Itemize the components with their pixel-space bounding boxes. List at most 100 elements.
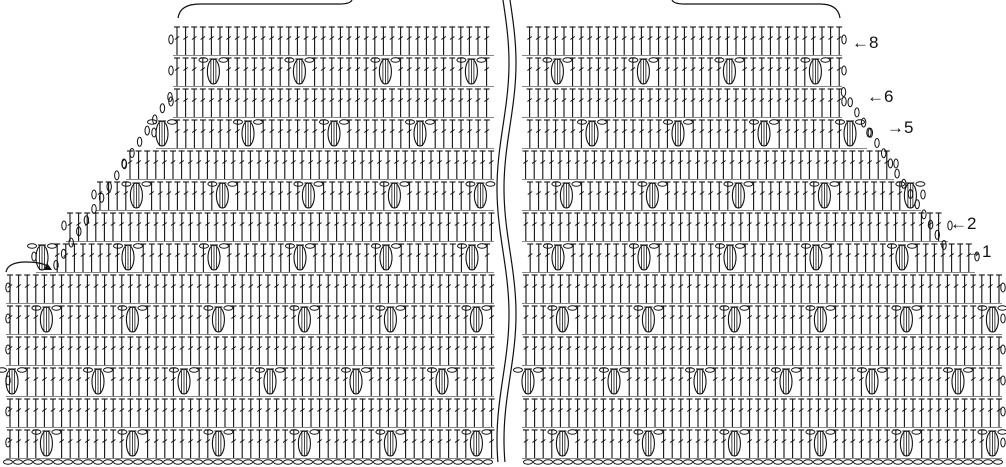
double-crochet-stitch xyxy=(647,27,653,55)
double-crochet-stitch xyxy=(544,120,550,148)
double-crochet-stitch xyxy=(377,337,383,365)
double-crochet-stitch xyxy=(979,337,985,365)
double-crochet-stitch xyxy=(583,399,589,427)
double-crochet-stitch xyxy=(355,244,361,272)
double-crochet-stitch xyxy=(970,306,976,334)
chain-stitch xyxy=(115,171,119,180)
bobble-stitch xyxy=(298,307,310,332)
bobble-stitch xyxy=(294,245,306,270)
double-crochet-stitch xyxy=(16,306,22,334)
double-crochet-stitch xyxy=(153,399,159,427)
double-crochet-stitch xyxy=(106,182,112,210)
double-crochet-stitch xyxy=(923,244,929,272)
double-crochet-stitch xyxy=(454,306,460,334)
double-crochet-stitch xyxy=(446,337,452,365)
double-crochet-stitch xyxy=(205,399,211,427)
chain-stitch xyxy=(916,182,925,186)
double-crochet-stitch xyxy=(638,27,644,55)
double-crochet-stitch xyxy=(669,430,675,458)
double-crochet-stitch xyxy=(940,244,946,272)
double-crochet-stitch xyxy=(626,151,632,179)
double-crochet-stitch xyxy=(802,120,808,148)
double-crochet-stitch xyxy=(299,151,305,179)
double-crochet-stitch xyxy=(583,213,589,241)
double-crochet-stitch xyxy=(536,182,542,210)
double-crochet-stitch xyxy=(669,151,675,179)
chain-stitch xyxy=(584,460,593,464)
double-crochet-stitch xyxy=(269,120,275,148)
double-crochet-stitch xyxy=(523,151,529,179)
double-crochet-stitch xyxy=(114,182,120,210)
double-crochet-stitch xyxy=(798,399,804,427)
bobble-stitch xyxy=(40,307,52,332)
double-crochet-stitch xyxy=(183,120,189,148)
double-crochet-stitch xyxy=(876,306,882,334)
double-crochet-stitch xyxy=(635,399,641,427)
double-crochet-stitch xyxy=(50,399,56,427)
double-crochet-stitch xyxy=(243,244,249,272)
double-crochet-stitch xyxy=(557,151,563,179)
double-crochet-stitch xyxy=(695,306,701,334)
double-crochet-stitch xyxy=(260,27,266,55)
double-crochet-stitch xyxy=(449,120,455,148)
repeat-bracket xyxy=(178,0,352,18)
double-crochet-stitch xyxy=(226,120,232,148)
double-crochet-stitch xyxy=(755,213,761,241)
double-crochet-stitch xyxy=(420,213,426,241)
double-crochet-stitch xyxy=(119,337,125,365)
double-crochet-stitch xyxy=(475,89,481,117)
chain-stitch xyxy=(921,190,925,199)
bobble-stitch xyxy=(40,431,52,456)
double-crochet-stitch xyxy=(781,430,787,458)
bobble-stitch xyxy=(952,369,964,394)
double-crochet-stitch xyxy=(738,275,744,303)
double-crochet-stitch xyxy=(527,58,533,86)
double-crochet-stitch xyxy=(411,275,417,303)
chain-stitch xyxy=(856,120,865,124)
double-crochet-stitch xyxy=(781,337,787,365)
double-crochet-stitch xyxy=(790,306,796,334)
chain-stitch xyxy=(92,190,96,199)
double-crochet-stitch xyxy=(226,89,232,117)
double-crochet-stitch xyxy=(188,399,194,427)
double-crochet-stitch xyxy=(876,275,882,303)
double-crochet-stitch xyxy=(144,213,150,241)
bobble-stitch xyxy=(728,307,740,332)
double-crochet-stitch xyxy=(815,368,821,396)
double-crochet-stitch xyxy=(368,337,374,365)
double-crochet-stitch xyxy=(334,275,340,303)
double-crochet-stitch xyxy=(428,337,434,365)
double-crochet-stitch xyxy=(403,399,409,427)
join-arc xyxy=(6,262,50,272)
double-crochet-stitch xyxy=(527,27,533,55)
double-crochet-stitch xyxy=(876,399,882,427)
chain-stitch xyxy=(464,460,473,464)
double-crochet-stitch xyxy=(183,58,189,86)
double-crochet-stitch xyxy=(282,337,288,365)
bobble-stitch xyxy=(379,59,391,84)
double-crochet-stitch xyxy=(764,337,770,365)
double-crochet-stitch xyxy=(385,368,391,396)
double-crochet-stitch xyxy=(454,151,460,179)
double-crochet-stitch xyxy=(213,368,219,396)
double-crochet-stitch xyxy=(523,337,529,365)
double-crochet-stitch xyxy=(208,27,214,55)
double-crochet-stitch xyxy=(535,27,541,55)
double-crochet-stitch xyxy=(389,27,395,55)
double-crochet-stitch xyxy=(531,213,537,241)
bobble-stitch xyxy=(436,369,448,394)
double-crochet-stitch xyxy=(673,89,679,117)
double-crochet-stitch xyxy=(742,120,748,148)
double-crochet-stitch xyxy=(127,275,133,303)
double-crochet-stitch xyxy=(170,399,176,427)
double-crochet-stitch xyxy=(849,151,855,179)
chain-stitch xyxy=(848,98,852,107)
double-crochet-stitch xyxy=(342,399,348,427)
double-crochet-stitch xyxy=(604,58,610,86)
double-crochet-stitch xyxy=(24,337,30,365)
double-crochet-stitch xyxy=(320,89,326,117)
double-crochet-stitch xyxy=(243,27,249,55)
double-crochet-stitch xyxy=(368,275,374,303)
double-crochet-stitch xyxy=(613,120,619,148)
chain-stitch xyxy=(424,460,433,464)
